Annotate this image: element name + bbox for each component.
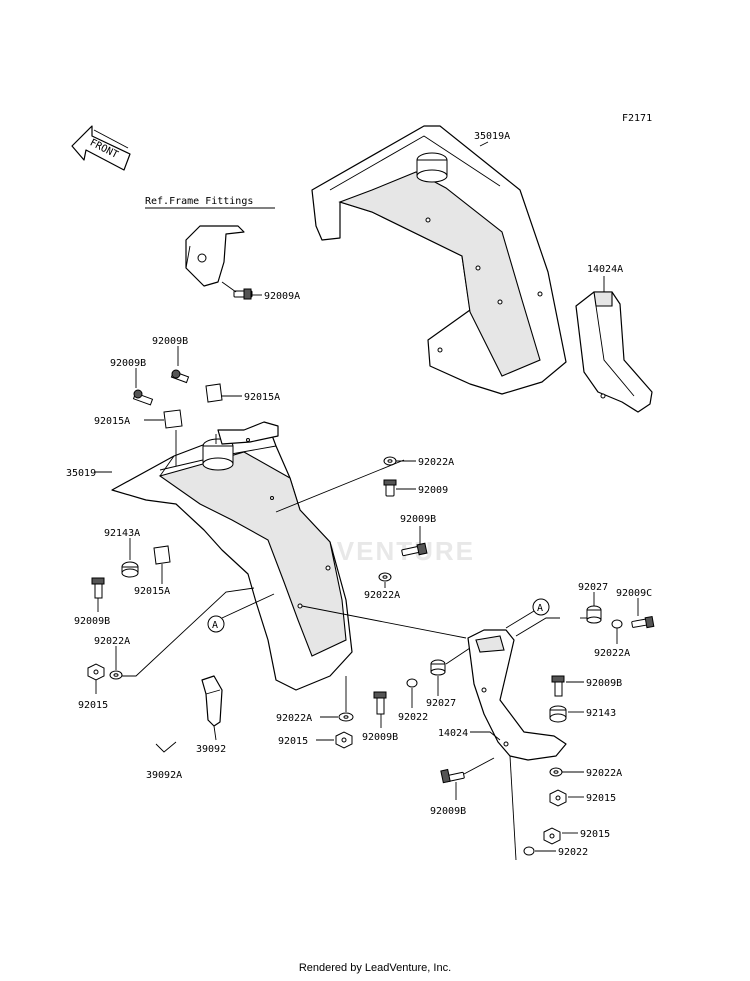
callout-92015-3: 92015 bbox=[586, 793, 616, 804]
clip-39092A bbox=[155, 741, 177, 753]
callout-92027-2: 92027 bbox=[578, 582, 608, 593]
callout-92022A-6: 92022A bbox=[586, 768, 622, 779]
callout-92015-4: 92015 bbox=[580, 829, 610, 840]
washer-92022A-right bbox=[611, 619, 623, 644]
washer-92022A-bottom bbox=[320, 676, 354, 722]
callout-92009-1: 92009 bbox=[418, 485, 448, 496]
callout-39092A: 39092A bbox=[146, 770, 182, 781]
washer-92022A-lower-right bbox=[549, 767, 584, 777]
callout-92143: 92143 bbox=[586, 708, 616, 719]
grommet-92143A bbox=[121, 538, 139, 578]
grommet-92143 bbox=[549, 705, 584, 723]
bracket-14024 bbox=[467, 617, 567, 861]
nut-92015-left bbox=[87, 663, 105, 694]
reference-a-right-label: A bbox=[537, 603, 543, 614]
front-fender-35019 bbox=[94, 421, 353, 691]
nut-92015-bottom bbox=[316, 731, 353, 749]
bolt-92009C bbox=[631, 598, 655, 629]
front-arrow-icon: FRONT bbox=[71, 125, 131, 171]
callout-92009A: 92009A bbox=[264, 291, 300, 302]
bracket-14024A bbox=[575, 276, 653, 413]
figure-code: F2171 bbox=[622, 113, 652, 124]
callout-92009B-5: 92009B bbox=[362, 732, 398, 743]
bolt-92009B-mid bbox=[401, 526, 428, 557]
nut-92015-right-2 bbox=[543, 827, 578, 845]
callout-14024A: 14024A bbox=[587, 264, 623, 275]
reference-a-left-label: A bbox=[212, 620, 218, 631]
clip-nut-92015A-right bbox=[205, 383, 242, 403]
bolt-92009B-lower-mid bbox=[440, 757, 495, 800]
washer-92022-bottom bbox=[406, 678, 418, 708]
callout-92009B-2: 92009B bbox=[110, 358, 146, 369]
reference-a-left: A bbox=[207, 593, 275, 633]
washer-92022A-mid bbox=[378, 572, 392, 588]
bolt-92009A bbox=[221, 281, 262, 300]
bolt-92009B-lower-left bbox=[91, 577, 105, 612]
reference-a-right: A bbox=[505, 598, 550, 629]
callout-35019: 35019 bbox=[66, 468, 96, 479]
callout-92009C: 92009C bbox=[616, 588, 652, 599]
callout-92022A-1: 92022A bbox=[418, 457, 454, 468]
callout-92022-1: 92022 bbox=[398, 712, 428, 723]
callout-39092: 39092 bbox=[196, 744, 226, 755]
callout-92009B-6: 92009B bbox=[586, 678, 622, 689]
callout-14024: 14024 bbox=[438, 728, 468, 739]
callout-92015A-3: 92015A bbox=[134, 586, 170, 597]
reference-label: Ref.Frame Fittings bbox=[145, 196, 253, 207]
spacer-92027-right bbox=[580, 592, 602, 624]
clip-39092 bbox=[201, 675, 223, 741]
nut-92015-right-1 bbox=[549, 789, 584, 807]
callout-92009B-7: 92009B bbox=[430, 806, 466, 817]
callout-92015A-2: 92015A bbox=[94, 416, 130, 427]
callout-92022A-3: 92022A bbox=[94, 636, 130, 647]
callout-92015A-1: 92015A bbox=[244, 392, 280, 403]
bolt-92009B-upper bbox=[170, 346, 190, 384]
washer-92022-lower-right bbox=[523, 846, 556, 856]
callout-92015-1: 92015 bbox=[78, 700, 108, 711]
callout-92009B-4: 92009B bbox=[74, 616, 110, 627]
callout-35019A: 35019A bbox=[474, 131, 510, 142]
clip-nut-92015A-lower bbox=[153, 545, 171, 584]
bolt-92009 bbox=[383, 479, 416, 497]
callout-92015-2: 92015 bbox=[278, 736, 308, 747]
callout-92022A-5: 92022A bbox=[594, 648, 630, 659]
callout-92027-1: 92027 bbox=[426, 698, 456, 709]
footer-credit: Rendered by LeadVenture, Inc. bbox=[298, 962, 452, 974]
washer-92022A-top bbox=[383, 456, 416, 466]
callout-92022A-4: 92022A bbox=[276, 713, 312, 724]
bolt-92009B-left bbox=[132, 368, 154, 406]
frame-fitting-bracket bbox=[185, 225, 245, 287]
callout-92009B-3: 92009B bbox=[400, 514, 436, 525]
washer-92022A-left bbox=[109, 587, 255, 680]
rear-fender-35019A bbox=[311, 125, 567, 395]
clip-nut-92015A-left bbox=[144, 409, 183, 429]
callout-92143A: 92143A bbox=[104, 528, 140, 539]
bolt-92009B-right bbox=[551, 675, 584, 697]
callout-92022A-2: 92022A bbox=[364, 590, 400, 601]
callout-92009B-1: 92009B bbox=[152, 336, 188, 347]
bolt-92009B-bottom bbox=[373, 691, 387, 728]
callout-92022-2: 92022 bbox=[558, 847, 588, 858]
